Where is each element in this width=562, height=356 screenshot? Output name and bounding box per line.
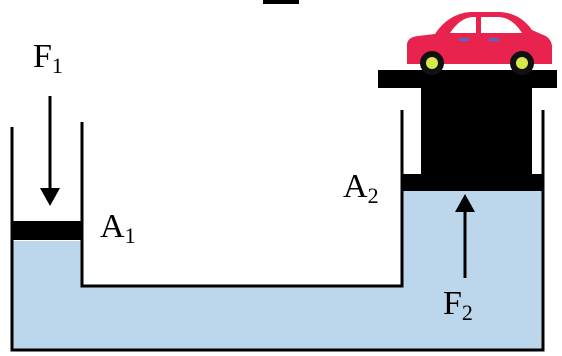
label-f2: F2: [443, 285, 473, 325]
car-window-rear: [481, 17, 522, 33]
car-window-front: [450, 17, 476, 33]
car-icon: [407, 12, 552, 75]
small-piston: [12, 221, 82, 240]
car-wheel-rear: [510, 51, 534, 75]
arrow-down-icon: [40, 96, 60, 206]
inner-wall: [80, 110, 404, 288]
label-a2: A2: [343, 168, 379, 208]
large-piston: [378, 70, 557, 191]
door-handle-rear: [489, 38, 499, 41]
car-wheel-front: [420, 51, 444, 75]
arrow-up-icon: [455, 194, 475, 278]
door-handle-front: [459, 38, 469, 41]
piston-base: [402, 174, 543, 191]
label-a1: A1: [100, 208, 136, 248]
cropped-top-mark: [263, 0, 299, 4]
hydraulic-fluid: [12, 190, 543, 350]
platform: [378, 70, 557, 88]
piston-column: [421, 88, 532, 176]
label-f1: F1: [33, 38, 63, 78]
